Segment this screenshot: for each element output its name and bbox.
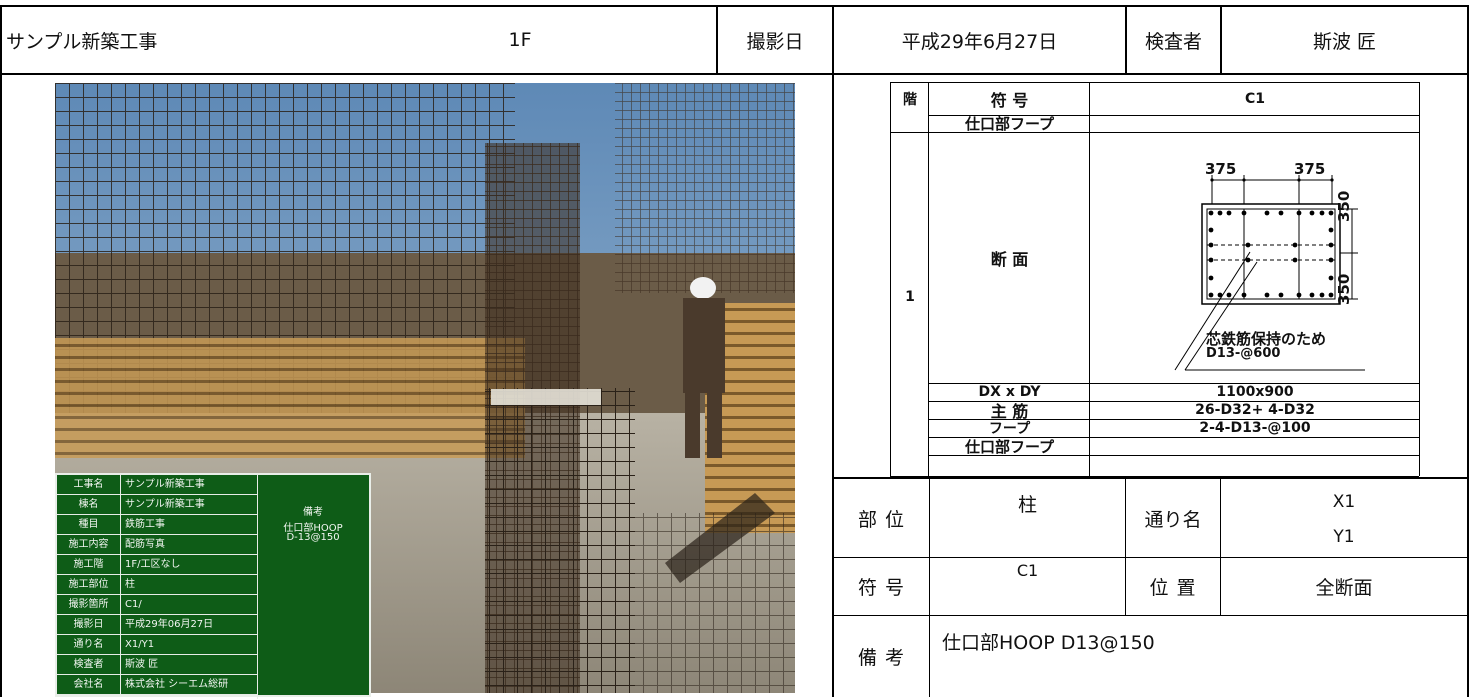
remark-label: 備 考 [857, 647, 906, 669]
dim-top-left: 375 [1205, 160, 1237, 178]
bottom-table [832, 477, 1469, 697]
board-row-key: 通り名 [57, 635, 121, 654]
spec-joint-hoop-label: 仕口部フープ [964, 115, 1055, 133]
column-section-svg [1174, 175, 1365, 371]
spec-dxdy-value: 1100x900 [1216, 384, 1294, 400]
section-drawing [1090, 132, 1420, 383]
board-row-value: X1/Y1 [125, 639, 155, 650]
spec-dxdy-label: DX x DY [978, 384, 1041, 400]
board-row-value: 株式会社 シーエム総研 [125, 679, 229, 690]
board-row: 施工階 1F/工区なし [57, 555, 257, 575]
grid-value-y: Y1 [1333, 527, 1355, 547]
date-label: 撮影日 [746, 30, 804, 53]
part-label: 部 位 [857, 508, 906, 531]
dim-right-top: 350 [1335, 190, 1353, 222]
board-row: 会社名株式会社 シーエム総研 [57, 675, 257, 695]
inspector-value: 斯波 匠 [1312, 30, 1377, 53]
board-row: 施工内容配筋写真 [57, 535, 257, 555]
board-row-value: 鉄筋工事 [125, 519, 165, 530]
dim-top-right: 375 [1294, 160, 1326, 178]
board-row-key: 会社名 [57, 675, 121, 694]
board-row: 撮影箇所 C1/ [57, 595, 257, 615]
board-row-key: 検査者 [57, 655, 121, 674]
board-row: 施工部位柱 [57, 575, 257, 595]
position-value: 全断面 [1315, 577, 1373, 599]
part-value: 柱 [1017, 493, 1037, 516]
spec-section-label: 断 面 [990, 249, 1029, 269]
spec-main-bar-value: 26-D32+ 4-D32 [1195, 402, 1315, 418]
board-row-key: 種目 [57, 515, 121, 534]
board-row-key: 施工内容 [57, 535, 121, 554]
board-row-value: サンプル新築工事 [125, 479, 205, 490]
rebar-photo-drawing [55, 83, 795, 693]
board-row-key: 撮影箇所 [57, 595, 121, 614]
spec-floor-label: 階 [903, 92, 917, 108]
board-row: 棟名サンプル新築工事 [57, 495, 257, 515]
date-value: 平成29年6月27日 [901, 30, 1058, 53]
section-note-line2: D13-@600 [1206, 346, 1281, 361]
rebar-photo [55, 83, 795, 693]
board-remark-line2: D-13@150 [286, 532, 340, 543]
board-row-value: C1/ [125, 599, 142, 610]
board-row-value: 斯波 匠 [125, 659, 159, 670]
board-row-value: サンプル新築工事 [125, 499, 205, 510]
symbol-value: C1 [1016, 560, 1039, 580]
project-name: サンプル新築工事 [6, 30, 158, 53]
board-row: 撮影日平成29年06月27日 [57, 615, 257, 635]
board-row: 種目鉄筋工事 [57, 515, 257, 535]
grid-label: 通り名 [1144, 508, 1202, 531]
grid-value-x: X1 [1332, 492, 1356, 512]
board-row-key: 施工部位 [57, 575, 121, 594]
board-row: 検査者斯波 匠 [57, 655, 257, 675]
spec-hoop-label: フープ [988, 421, 1031, 437]
position-label: 位 置 [1149, 577, 1197, 599]
inspector-label: 検査者 [1144, 30, 1202, 53]
board-row-value: 1F/工区なし [125, 559, 181, 570]
remark-value: 仕口部HOOP D13@150 [942, 631, 1155, 654]
section-note-line1: 芯鉄筋保持のため [1206, 330, 1327, 348]
symbol-label: 符 号 [857, 577, 906, 599]
spec-symbol-label: 符 号 [990, 91, 1029, 110]
spec-main-bar-label: 主 筋 [990, 402, 1029, 421]
board-row-key: 棟名 [57, 495, 121, 514]
board-row: 通り名 X1/Y1 [57, 635, 257, 655]
board-remark-label: 備考 [303, 507, 323, 518]
board-row-key: 撮影日 [57, 615, 121, 634]
spec-symbol-value: C1 [1244, 91, 1265, 107]
spec-floor-number: 1 [905, 289, 915, 305]
dim-right-bottom: 350 [1335, 273, 1353, 305]
board-row: 工事名サンプル新築工事 [57, 475, 257, 495]
board-row-key: 施工階 [57, 555, 121, 574]
board-remark-line1: 仕口部HOOP [283, 523, 343, 534]
board-row-value: 平成29年06月27日 [125, 619, 214, 630]
board-row-value: 配筋写真 [125, 539, 165, 550]
spec-table [834, 75, 1467, 478]
spec-hoop-value: 2-4-D13-@100 [1199, 420, 1311, 436]
board-row-value: 柱 [125, 579, 135, 590]
board-remark-divider [257, 475, 258, 699]
board-row-key: 工事名 [57, 475, 121, 494]
floor-name: 1F [508, 29, 532, 51]
spec-joint-hoop-label-2: 仕口部フープ [964, 437, 1055, 456]
